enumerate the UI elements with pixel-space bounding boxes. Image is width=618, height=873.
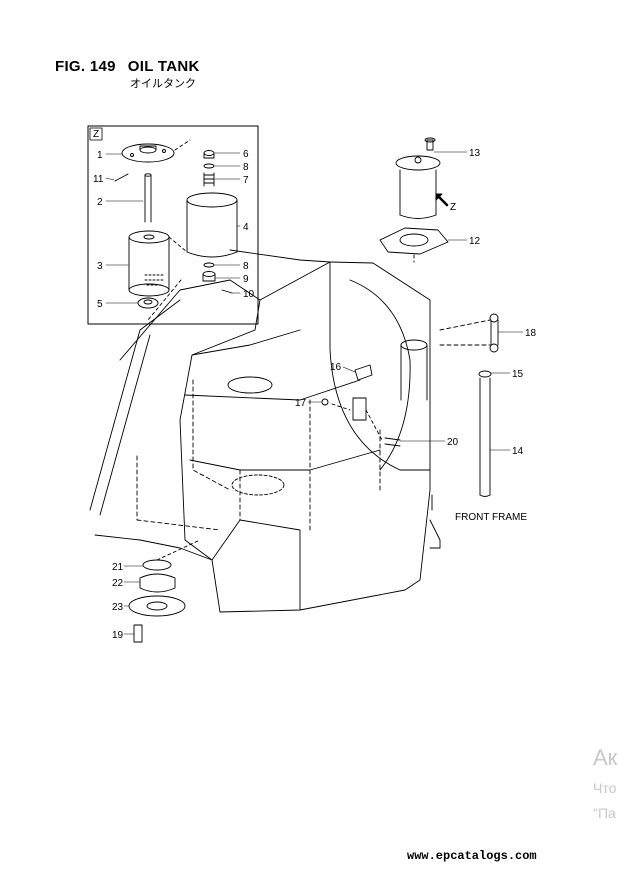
- callout-19: 19: [112, 630, 124, 641]
- callout-12: 12: [469, 236, 481, 247]
- callout-20: 20: [447, 437, 459, 448]
- callout-17: 17: [295, 398, 307, 409]
- callout-13: 13: [469, 148, 481, 159]
- callout-8-upper: 8: [243, 162, 249, 173]
- watermark-line-3: "Па: [593, 805, 616, 821]
- arrow-head: [435, 193, 443, 201]
- callout-5: 5: [97, 299, 103, 310]
- watermark-line-2: Что: [593, 780, 617, 796]
- front-frame-label: FRONT FRAME: [455, 512, 527, 523]
- callout-2: 2: [97, 197, 103, 208]
- callout-6: 6: [243, 149, 249, 160]
- valve-assembly: [321, 364, 401, 447]
- callout-16: 16: [330, 362, 342, 373]
- breather-assembly: [379, 137, 449, 263]
- callout-1: 1: [97, 150, 103, 161]
- callout-9: 9: [243, 274, 249, 285]
- leader-lines: [105, 151, 524, 635]
- callout-22: 22: [112, 578, 124, 589]
- website-url[interactable]: www.epcatalogs.com: [407, 849, 537, 863]
- detail-view-z: [87, 125, 259, 325]
- level-gauge-assembly: [439, 313, 499, 497]
- callout-14: 14: [512, 446, 524, 457]
- callout-10: 10: [243, 289, 255, 300]
- callout-15: 15: [512, 369, 524, 380]
- callout-3: 3: [97, 261, 103, 272]
- figure-title: FIG. 149 OIL TANK: [55, 58, 200, 75]
- drain-assembly: [128, 539, 201, 643]
- detail-z-label: Z: [93, 129, 99, 140]
- callout-labels: Z 1 11 2 3 5 6 8 7 4 8 9 10 13 Z 12 18 1…: [93, 129, 537, 641]
- oil-tank-body: [89, 249, 441, 613]
- callout-11: 11: [93, 174, 104, 185]
- figure-subtitle-japanese: オイルタンク: [130, 78, 196, 90]
- callout-18: 18: [525, 328, 537, 339]
- callout-21: 21: [112, 562, 124, 573]
- watermark-line-1: Ак: [593, 745, 618, 770]
- callout-7: 7: [243, 175, 249, 186]
- view-z-label: Z: [450, 202, 456, 213]
- callout-8-lower: 8: [243, 261, 249, 272]
- callout-23: 23: [112, 602, 124, 613]
- figure-number: FIG. 149: [55, 58, 116, 75]
- callout-4: 4: [243, 222, 249, 233]
- figure-name: OIL TANK: [127, 58, 200, 75]
